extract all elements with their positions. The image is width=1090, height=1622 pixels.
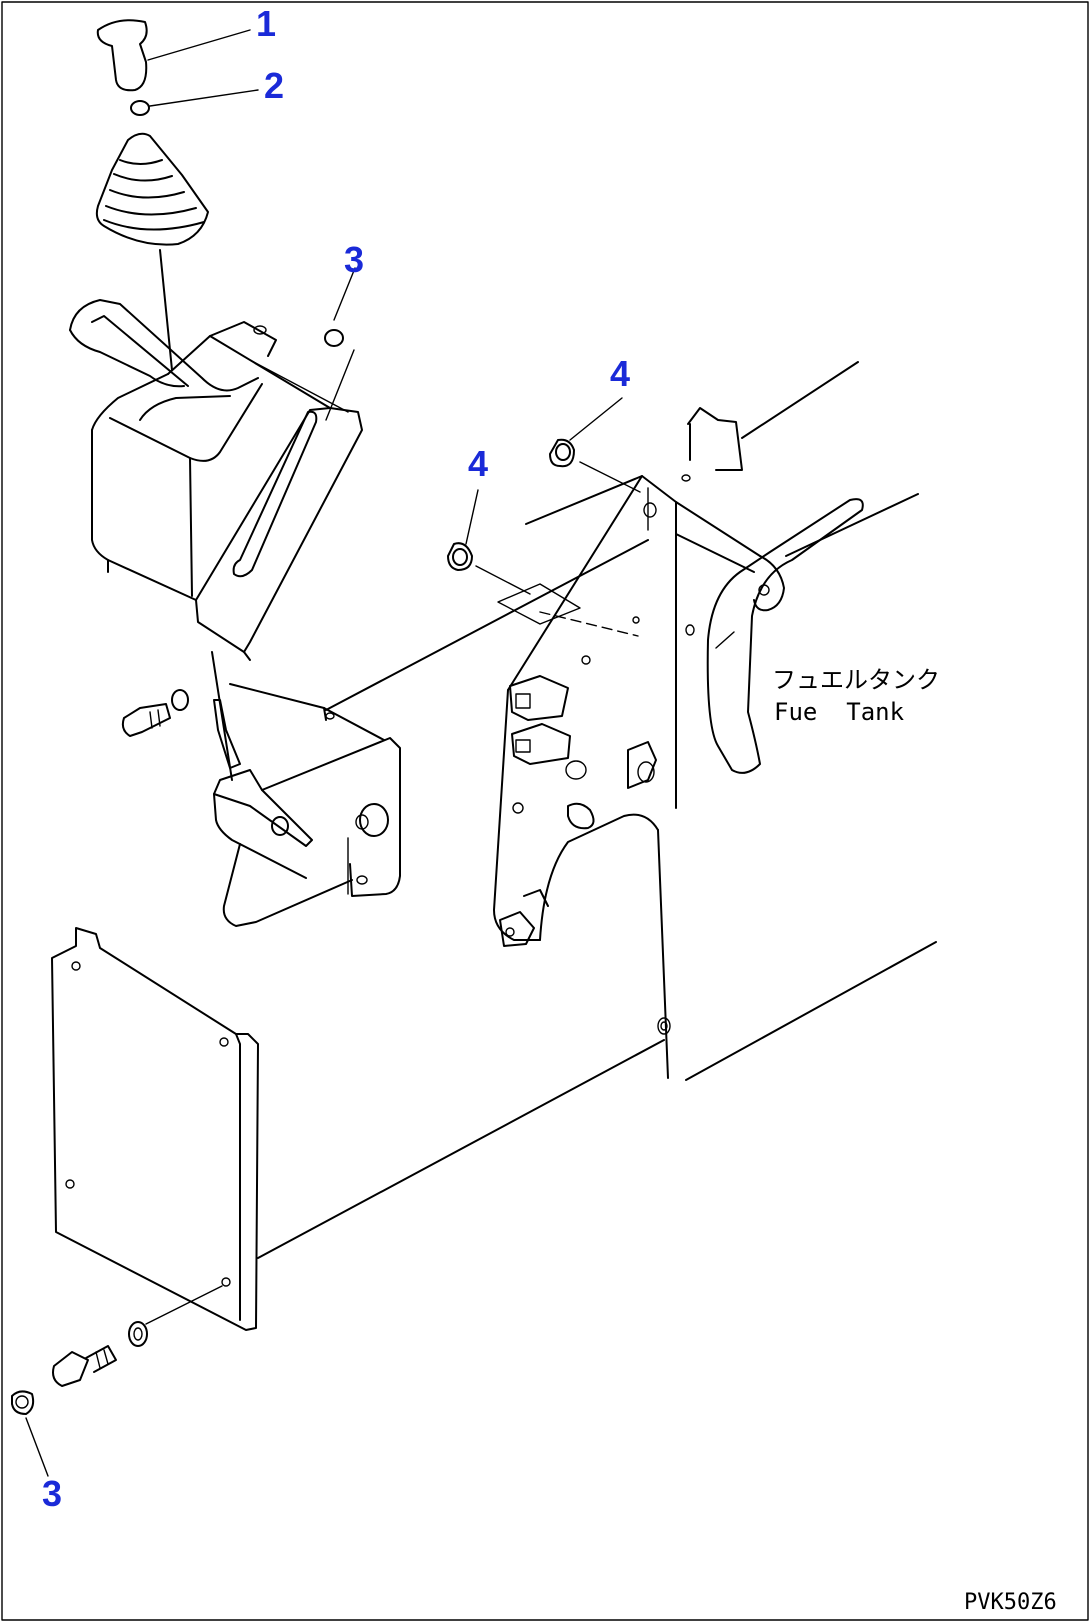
handle-guard	[69, 299, 259, 392]
callout-4-left: 4	[468, 443, 489, 484]
leader-4-left	[465, 489, 479, 545]
callout-2: 2	[264, 65, 285, 106]
fuel-tank-label-en: Fue Tank	[774, 698, 905, 726]
plug-top	[324, 329, 344, 347]
fuel-tank-frame	[681, 361, 919, 774]
knob	[96, 19, 148, 92]
fuel-tank-label-jp: フュエルタンク	[772, 666, 940, 694]
callout-3-bottom: 3	[42, 1473, 63, 1514]
bolt-upper	[121, 689, 189, 737]
main-cover	[325, 475, 937, 1081]
grommet-axis-right	[579, 461, 641, 493]
linkage-bracket	[211, 651, 401, 927]
plug-axis-top	[325, 349, 355, 421]
plug-bottom	[11, 1390, 35, 1415]
lever-rod	[159, 249, 173, 371]
leader-3-top	[333, 267, 356, 321]
callout-4-right: 4	[610, 353, 631, 394]
leader-1	[147, 29, 251, 61]
callout-1: 1	[256, 3, 277, 44]
callout-3-top: 3	[344, 239, 365, 280]
boot	[95, 132, 209, 246]
grommet-axis-left	[475, 565, 531, 595]
grommet-right	[549, 438, 575, 468]
drawing-code: PVK50Z6	[964, 1590, 1057, 1615]
leader-4-right	[569, 397, 623, 441]
lower-cover	[51, 927, 665, 1331]
nut	[130, 100, 150, 116]
leader-3-bottom	[25, 1417, 49, 1477]
grommet-left	[447, 542, 473, 571]
control-housing	[91, 321, 363, 661]
leader-2	[149, 89, 259, 107]
bolt-lower	[52, 1285, 223, 1387]
